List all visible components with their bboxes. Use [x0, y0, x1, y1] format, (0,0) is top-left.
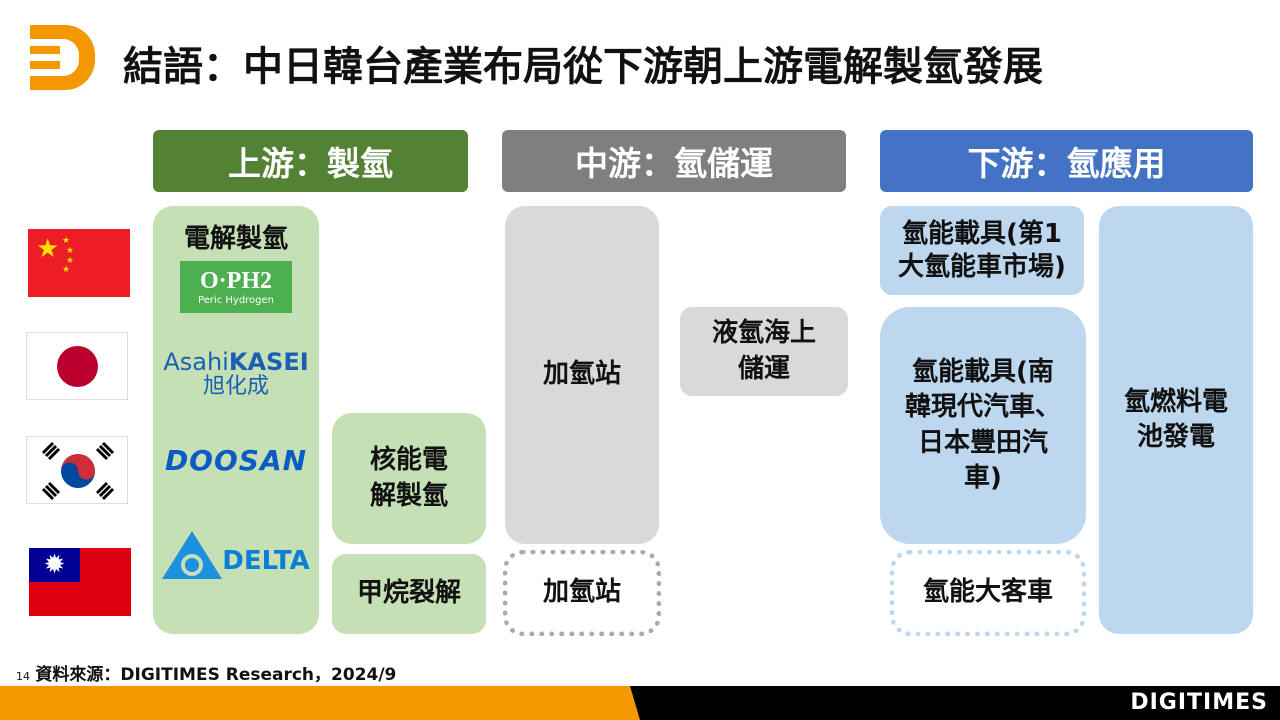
fuel-cell-power-box: 氫燃料電池發電: [1099, 206, 1253, 634]
korea-flag-icon: [26, 436, 128, 504]
delta-triangle-icon: [162, 531, 223, 580]
vehicle-box: 氫能載具(南韓現代汽車、日本豐田汽車): [880, 307, 1086, 544]
svg-text:★: ★: [66, 256, 74, 266]
svg-text:★: ★: [62, 265, 70, 275]
hydrogen-station-taiwan-box: 加氫站: [503, 550, 661, 636]
upstream-header: 上游：製氫: [153, 130, 468, 192]
nuclear-electrolysis-box: 核能電解製氫: [332, 413, 486, 544]
digitimes-logo-icon: [25, 20, 100, 95]
page-number: 14: [16, 670, 30, 683]
electrolysis-label: 電解製氫: [183, 224, 288, 254]
electrolysis-column: 電解製氫 O·PH2 Peric Hydrogen AsahiKASEI 旭化成…: [153, 206, 319, 634]
page-title: 結語：中日韓台產業布局從下游朝上游電解製氫發展: [123, 44, 1043, 90]
japan-flag-icon: [26, 332, 128, 400]
midstream-header: 中游：氫儲運: [502, 130, 846, 192]
svg-text:★: ★: [62, 236, 70, 246]
downstream-header: 下游：氫應用: [880, 130, 1253, 192]
source-note: 14 資料來源：DIGITIMES Research，2024/9: [16, 665, 397, 685]
svg-text:★: ★: [36, 234, 59, 264]
svg-text:★: ★: [66, 246, 74, 256]
hydrogen-bus-box: 氫能大客車: [890, 550, 1086, 636]
asahi-kasei-logo: AsahiKASEI 旭化成: [163, 348, 309, 400]
doosan-logo: DOOSAN: [164, 443, 308, 477]
methane-pyrolysis-box: 甲烷裂解: [332, 554, 486, 634]
peric-logo: O·PH2 Peric Hydrogen: [180, 261, 292, 314]
hydrogen-station-box: 加氫站: [505, 206, 659, 544]
china-flag-icon: ★★★★★: [28, 229, 130, 297]
footer-brand: DIGITIMES: [1130, 690, 1268, 715]
china-vehicle-box: 氫能載具(第1大氫能車市場): [880, 206, 1084, 295]
delta-logo: DELTA: [162, 531, 310, 580]
liquid-hydrogen-shipping-box: 液氫海上儲運: [680, 307, 848, 396]
taiwan-flag-icon: ✹: [29, 548, 131, 616]
footer-orange-band: [0, 686, 640, 720]
